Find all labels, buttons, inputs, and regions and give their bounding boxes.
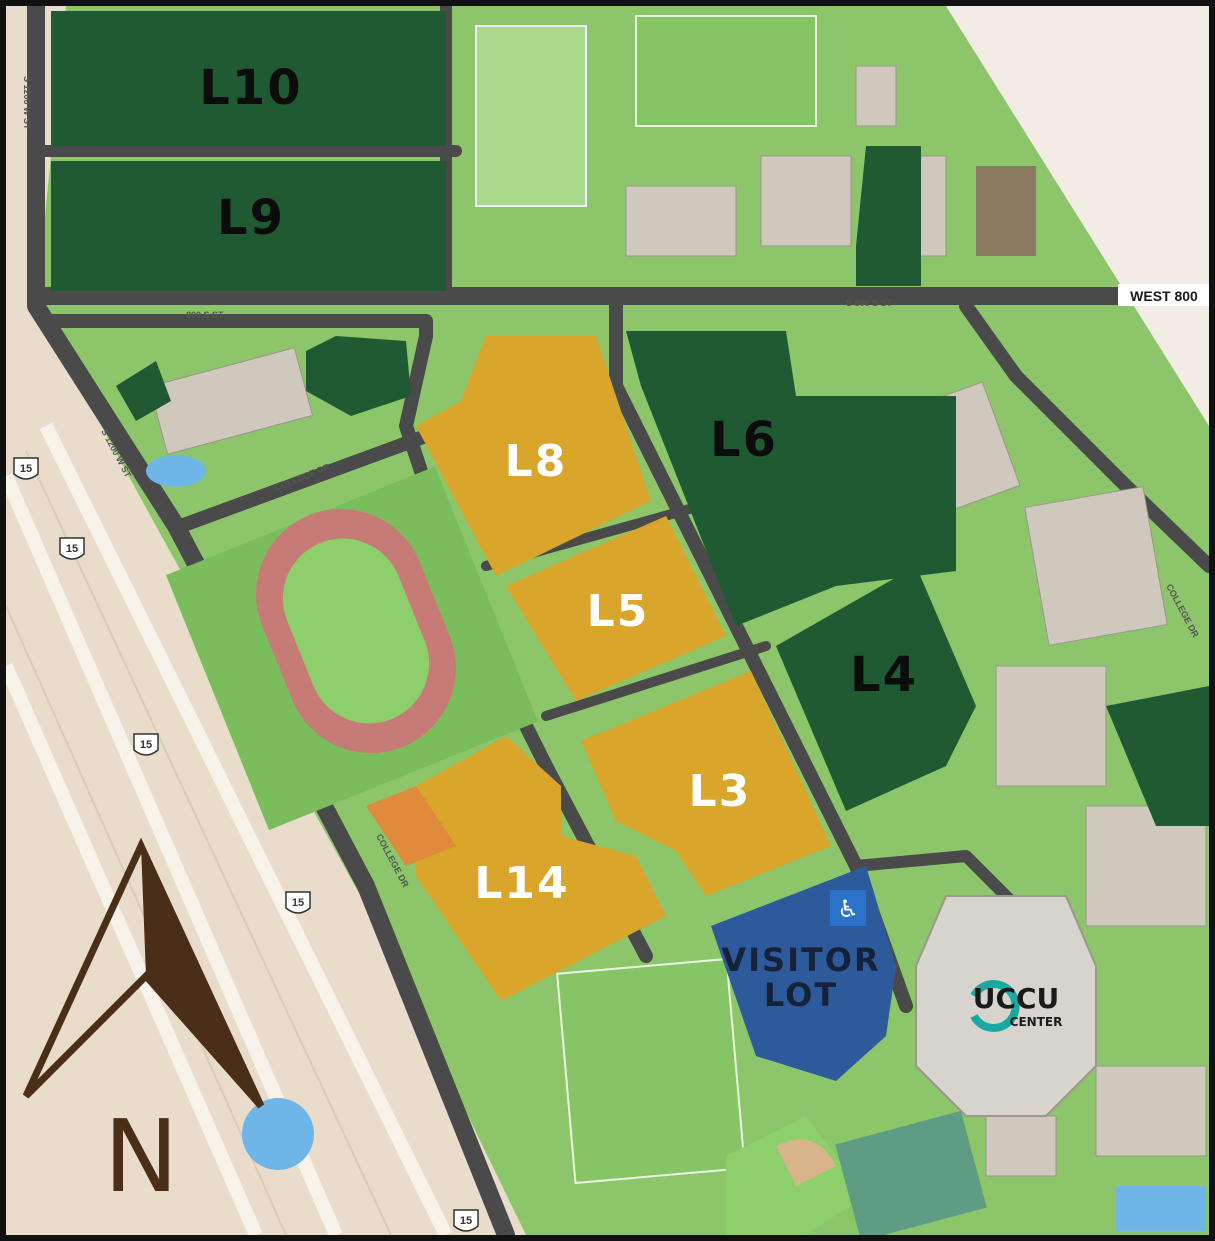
lot-l5[interactable]	[506, 516, 726, 701]
lot-l4-label: L4	[850, 647, 918, 703]
west800-sign	[1118, 284, 1209, 306]
map-canvas: ♿ L10 L9 L8 L6 L5 L4 L3 L14 VISITOR LOT …	[6, 6, 1209, 1235]
lot-l8-label: L8	[505, 436, 568, 487]
tennis-courts	[835, 1110, 987, 1235]
uccu-logo-icon	[970, 980, 1020, 1032]
lot-l6-label: L6	[710, 412, 778, 468]
lot-east[interactable]	[1106, 686, 1209, 826]
visitor-lot-label-line1: VISITOR	[721, 941, 880, 979]
lot-l6[interactable]	[626, 331, 956, 626]
lot-l9-label: L9	[217, 190, 285, 246]
playground	[976, 166, 1036, 256]
lot-l10-label: L10	[199, 60, 302, 116]
track-infield	[282, 538, 430, 724]
lot-small-west[interactable]	[116, 361, 171, 421]
lot-l4[interactable]	[776, 566, 976, 811]
soccer-field-south	[556, 957, 746, 1185]
street-s1200w-north: S 1200 W ST	[22, 76, 32, 130]
uccu-sub: CENTER	[1010, 1015, 1063, 1029]
svg-text:15: 15	[460, 1215, 472, 1227]
uccu-center-building	[915, 895, 1097, 1117]
lot-small-north[interactable]	[306, 336, 411, 416]
svg-text:15: 15	[292, 897, 304, 909]
i15-shield-4: 15	[285, 891, 311, 914]
lot-l8[interactable]	[416, 336, 651, 576]
uccu-name: UCCU	[973, 982, 1060, 1015]
street-800s-west: 800 S ST	[186, 310, 224, 320]
street-west800: WEST 800	[1130, 288, 1198, 304]
street-s800s-east: S 800 S ST	[846, 298, 893, 308]
blue-dot-marker	[242, 1098, 314, 1170]
wheelchair-icon: ♿	[837, 895, 859, 923]
lot-orange[interactable]	[366, 786, 456, 866]
visitor-lot-label-line2: LOT	[764, 976, 838, 1014]
compass-arrow-fill	[141, 846, 261, 1106]
i15-shield-2: 15	[59, 537, 85, 560]
pond	[146, 455, 206, 487]
pool	[1116, 1186, 1206, 1231]
svg-text:15: 15	[66, 543, 78, 555]
infield-dirt	[776, 1139, 836, 1186]
lot-l5-label: L5	[587, 586, 650, 637]
soccer-field-north	[635, 15, 817, 127]
lot-l10[interactable]	[51, 11, 446, 146]
lot-l14-label: L14	[474, 858, 569, 909]
i15-shield-5: 15	[453, 1209, 479, 1232]
svg-text:15: 15	[20, 463, 32, 475]
lot-l9[interactable]	[51, 161, 446, 291]
compass-north-letter: N	[104, 1098, 179, 1215]
lot-north-east[interactable]	[856, 146, 921, 286]
neighborhood-area	[946, 6, 1209, 426]
accessible-parking-sign	[830, 890, 866, 926]
practice-field	[475, 25, 587, 207]
lot-l3-label: L3	[689, 766, 752, 817]
lot-l14[interactable]	[416, 736, 666, 1001]
i15-shield-3: 15	[133, 733, 159, 756]
i15-shield-1: 15	[13, 457, 39, 480]
north-compass: N	[22, 837, 265, 1215]
lot-l3[interactable]	[581, 671, 831, 896]
svg-text:15: 15	[140, 739, 152, 751]
